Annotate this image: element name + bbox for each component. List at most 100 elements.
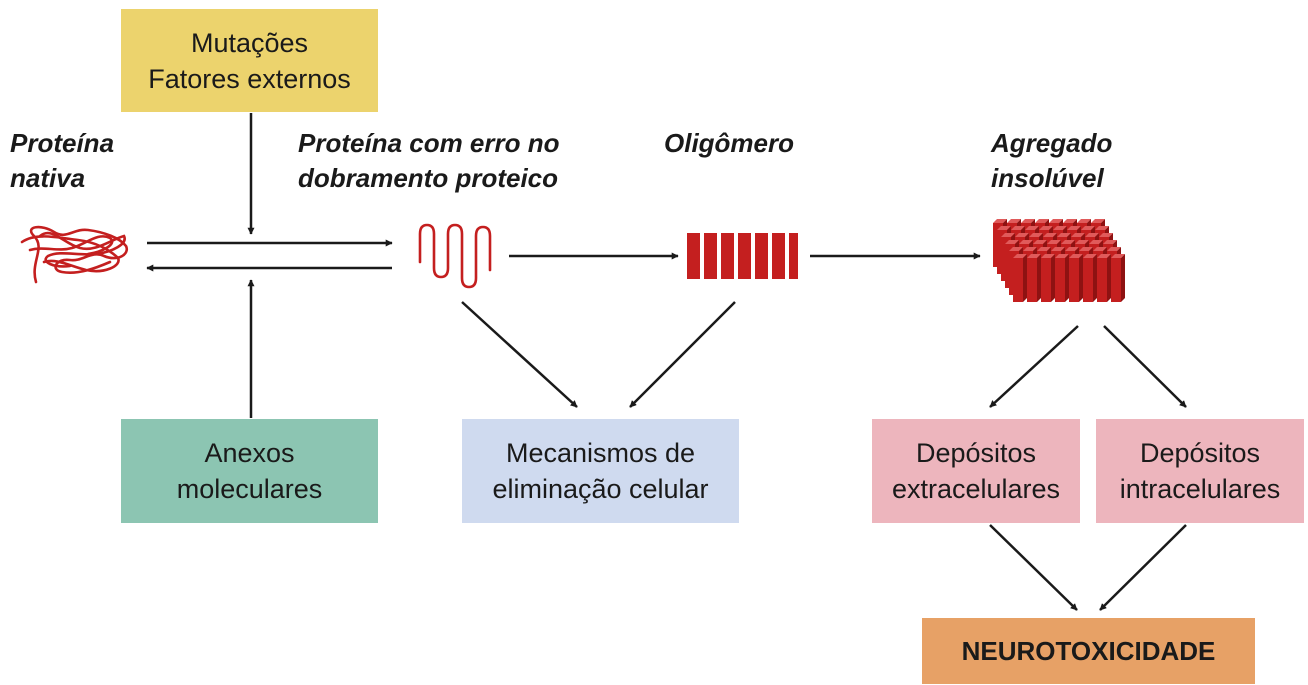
aggregate-fibril-top [1099,233,1113,237]
aggregate-fibril-top [1081,226,1095,230]
box-text-line: Mecanismos de [505,438,696,468]
oligomer-fibril [738,233,751,279]
aggregate-fibril-top [1083,254,1097,258]
aggregate-fibril [1055,258,1065,302]
aggregate-fibril [1013,258,1023,302]
aggregate-to-intracellular-arrow [1103,325,1187,408]
stage-label-line: Proteína com erro no [298,128,560,158]
aggregate-fibril-top [1049,219,1063,223]
aggregate-fibril-top [1013,254,1027,258]
aggregate-fibril-top [1111,254,1125,258]
aggregate-fibril-top [1041,254,1055,258]
stage-label-oligomer: Oligômero [664,126,794,161]
aggregate-fibril-side [1037,254,1041,302]
oligomer-fibril [789,233,798,279]
aggregate-fibril-top [1095,226,1109,230]
aggregate-fibril [1111,258,1121,302]
aggregate-fibril-top [1001,233,1015,237]
oligomer-to-elimination-arrow [629,301,736,408]
aggregate-fibril [1083,258,1093,302]
aggregate-fibril-top [1035,219,1049,223]
stage-label-line: Agregado [991,128,1113,158]
aggregate-fibril-side [1121,254,1125,302]
box-text-line: extracelulares [891,474,1061,504]
aggregate-fibril-side [1051,254,1055,302]
aggregate-fibril-top [1039,226,1053,230]
box-text-line: Depósitos [915,438,1037,468]
aggregate-fibril-top [1025,226,1039,230]
aggregate-fibril-top [1027,254,1041,258]
aggregate-fibril-top [1023,247,1037,251]
box-text-line: Mutações [190,27,309,58]
aggregate-fibril-top [1063,219,1077,223]
stage-label-line: dobramento proteico [298,163,559,193]
aggregate-fibril-top [1029,233,1043,237]
aggregate-icon [993,219,1125,302]
neurotoxicity-box: NEUROTOXICIDADE [922,618,1255,684]
stage-label-line: insolúvel [991,163,1104,193]
aggregate-fibril-top [1053,226,1067,230]
aggregate-fibril-top [1097,254,1111,258]
aggregate-fibril-top [1079,247,1093,251]
aggregate-fibril-top [1005,240,1019,244]
aggregate-fibril-top [1089,240,1103,244]
oligomer-fibril [704,233,717,279]
aggregate-fibril-top [1055,254,1069,258]
box-text-line: intracelulares [1119,474,1281,504]
oligomer-fibril [687,233,700,279]
aggregate-fibril-top [1093,247,1107,251]
aggregate-fibril-top [1047,240,1061,244]
aggregate-fibril-top [1067,226,1081,230]
aggregate-fibril [1041,258,1051,302]
mutations-box: Mutações Fatores externos [121,9,378,112]
aggregate-fibril-side [1093,254,1097,302]
aggregate-fibril-top [1007,219,1021,223]
aggregate-fibril-top [1107,247,1121,251]
box-text-line: Anexos [204,438,295,468]
intracellular-deposits-box: Depósitos intracelulares [1096,419,1304,523]
stage-label-line: Proteína [10,128,115,158]
aggregate-fibril-top [1077,219,1091,223]
aggregate-fibril-top [1057,233,1071,237]
aggregate-fibril-side [1023,254,1027,302]
box-text-line: Fatores externos [148,63,351,94]
oligomer-fibril [755,233,768,279]
aggregate-fibril-top [1085,233,1099,237]
aggregate-fibril-top [1015,233,1029,237]
aggregate-fibril-top [1061,240,1075,244]
oligomer-fibril [772,233,785,279]
aggregate-fibril-top [1091,219,1105,223]
aggregate-fibril-top [1009,247,1023,251]
stage-label-line: Oligômero [664,128,795,158]
aggregate-fibril-side [1079,254,1083,302]
aggregate-fibril-top [1033,240,1047,244]
stage-label-insoluble-aggregate: Agregado insolúvel [991,126,1112,196]
tangled-protein-icon [20,225,129,284]
extracellular-to-neurotoxicity-arrow [989,524,1078,611]
misfolded-protein-icon [418,223,492,289]
chaperones-box: Anexos moleculares [121,419,378,523]
stage-label-line: nativa [10,163,86,193]
intracellular-to-neurotoxicity-arrow [1099,524,1187,611]
misfolded-to-elimination-arrow [461,301,578,408]
aggregate-fibril-top [1011,226,1025,230]
aggregate-to-extracellular-arrow [989,325,1079,408]
box-text-line: moleculares [176,474,323,504]
box-text-line: NEUROTOXICIDADE [961,636,1216,666]
aggregate-fibril-top [1019,240,1033,244]
aggregate-fibril-top [1065,247,1079,251]
oligomer-fibril [721,233,734,279]
aggregate-fibril-top [1037,247,1051,251]
aggregate-fibril-top [1021,219,1035,223]
extracellular-deposits-box: Depósitos extracelulares [872,419,1080,523]
aggregate-fibril-top [1069,254,1083,258]
aggregate-fibril-top [1043,233,1057,237]
aggregate-fibril-side [1065,254,1069,302]
oligomer-icon [687,233,798,279]
aggregate-fibril-top [1071,233,1085,237]
aggregate-fibril [1027,258,1037,302]
cellular-elimination-box: Mecanismos de eliminação celular [462,419,739,523]
box-text-line: eliminação celular [492,474,709,504]
aggregate-fibril-top [993,219,1007,223]
stage-label-native-protein: Proteína nativa [10,126,114,196]
